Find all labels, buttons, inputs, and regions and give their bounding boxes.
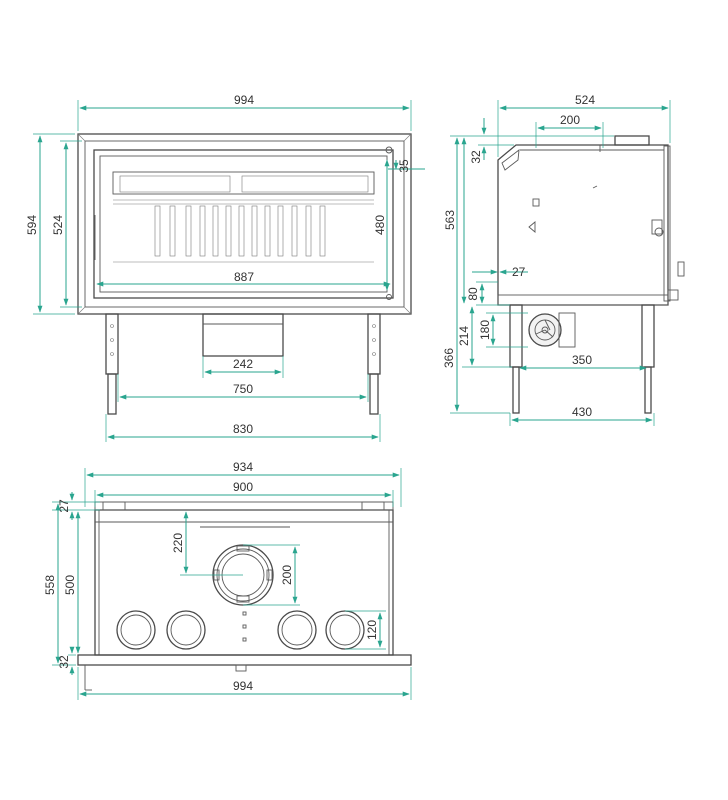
dim-label-fan-offset: 350 (572, 353, 592, 367)
dim-label-fan-height: 180 (478, 320, 492, 340)
dim-label-ash-box-width: 242 (233, 357, 253, 371)
front-glass-door (93, 149, 394, 299)
door-hinge-icon (385, 146, 393, 154)
top-view (77, 501, 412, 691)
dim-label-leg-depth: 430 (572, 405, 592, 419)
top-dimensions: 934 900 27 558 500 220 200 120 32 9 (43, 460, 412, 700)
side-dimensions: 524 200 32 563 27 80 214 180 366 350 (442, 93, 671, 426)
dim-label-leg-height: 366 (442, 348, 456, 368)
dim-label-top-inner-depth: 500 (63, 575, 77, 595)
dim-label-frame-height: 524 (51, 215, 65, 235)
dim-label-frame-inset: 35 (397, 159, 411, 173)
dim-label-front-width: 994 (234, 93, 254, 107)
dim-label-front-height: 594 (25, 215, 39, 235)
dim-label-inner-leg-span: 750 (233, 382, 253, 396)
top-air-ducts (116, 610, 365, 650)
side-flue-collar (614, 135, 650, 146)
dim-label-top-front-depth: 27 (57, 499, 71, 513)
side-view (497, 135, 685, 414)
front-dimensions: 994 594 524 480 35 887 242 750 830 (25, 93, 425, 442)
side-body (497, 144, 669, 306)
dim-label-leg-clearance: 214 (457, 326, 471, 346)
dim-label-top-width: 934 (233, 460, 253, 474)
dim-label-glass-height: 480 (373, 215, 387, 235)
dim-label-side-depth: 524 (575, 93, 595, 107)
side-legs (509, 304, 655, 414)
dim-label-body-height: 563 (443, 210, 457, 230)
dim-label-top-total-depth: 558 (43, 575, 57, 595)
dim-label-glass-width: 887 (234, 270, 254, 284)
front-baffle (112, 171, 375, 195)
side-damper-icon (532, 198, 540, 207)
dim-label-flue-from-back: 220 (171, 533, 185, 553)
front-outer-frame (77, 133, 412, 315)
dim-label-front-lip: 32 (57, 655, 71, 669)
front-view (77, 133, 412, 415)
side-base (497, 294, 669, 306)
dim-label-flue-from-right: 200 (280, 565, 294, 585)
front-ash-box (202, 313, 284, 357)
front-frame-bevel (84, 140, 405, 308)
dim-label-top-inner-width: 900 (233, 480, 253, 494)
dim-label-top-step: 32 (469, 150, 483, 164)
front-grate (154, 205, 326, 257)
top-front-plate (77, 654, 412, 666)
dim-label-base-offset: 27 (512, 265, 526, 279)
dim-label-bottom-width: 994 (233, 679, 253, 693)
front-legs (105, 313, 381, 415)
dim-label-flue-offset: 200 (560, 113, 580, 127)
dim-label-outer-leg-span: 830 (233, 422, 253, 436)
top-body (94, 509, 394, 656)
dim-label-duct-spacing: 120 (365, 620, 379, 640)
dim-label-base-height: 80 (466, 287, 480, 301)
side-fan-icon (528, 312, 576, 348)
